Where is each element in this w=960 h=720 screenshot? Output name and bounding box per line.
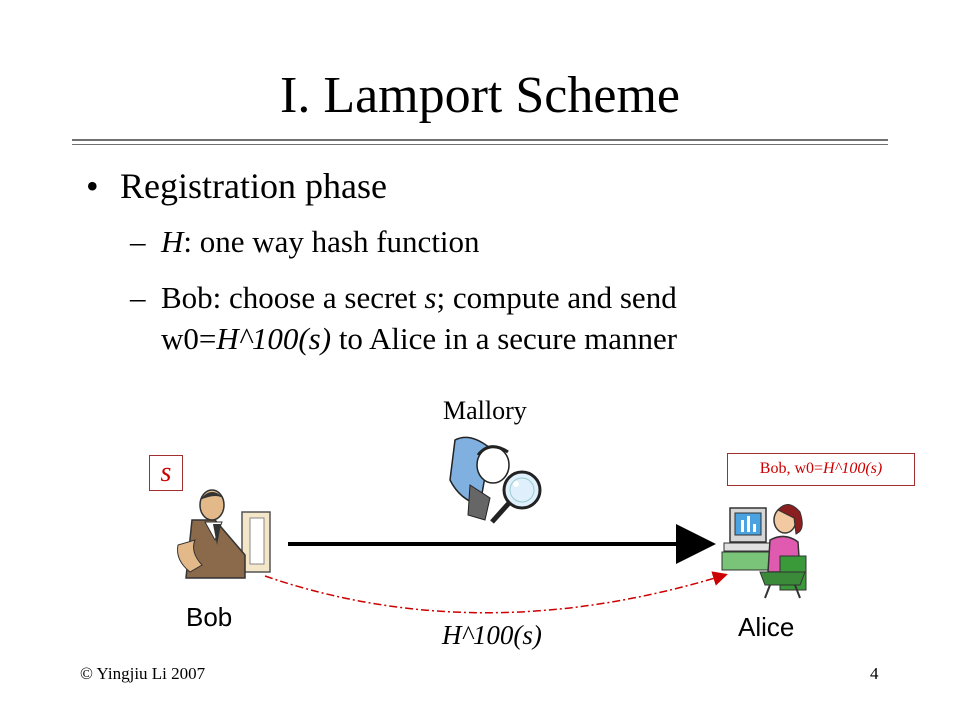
bob-clipart-icon	[177, 489, 271, 579]
store-italic: H^100(s)	[823, 460, 883, 477]
title-rule-thin	[72, 144, 888, 145]
bullet-dot: •	[86, 166, 99, 206]
bob-text-2: ; compute and send	[436, 280, 677, 315]
footer-page-number: 4	[870, 664, 879, 683]
sub-bullet-hash: –H: one way hash function	[130, 222, 480, 262]
alice-store-box: Bob, w0=H^100(s)	[727, 453, 915, 486]
bob-cont-1: w0=	[161, 321, 217, 356]
bob-text-1: Bob: choose a secret	[161, 280, 425, 315]
hash-desc: : one way hash function	[183, 224, 480, 259]
mallory-magnifier-icon	[449, 436, 542, 524]
title-rule-thick	[72, 139, 888, 141]
footer-copyright: © Yingjiu Li 2007	[80, 664, 206, 683]
secret-var: s	[424, 280, 437, 315]
bob-cont-italic: H^100(s)	[216, 321, 332, 356]
mallory-label: Mallory	[443, 396, 527, 425]
sub-dash: –	[130, 224, 146, 259]
hash-var: H	[161, 224, 184, 259]
bob-label: Bob	[186, 602, 233, 632]
alice-label: Alice	[738, 612, 795, 642]
dashed-curve-arrow	[264, 571, 728, 614]
secret-box: s	[149, 455, 183, 491]
sub-bullet-bob: –Bob: choose a secret s; compute and sen…	[130, 278, 677, 318]
bob-cont-2: to Alice in a secure manner	[331, 321, 678, 356]
message-label: H^100(s)	[442, 620, 542, 650]
sub-bullet-bob-cont: w0=H^100(s) to Alice in a secure manner	[161, 319, 677, 359]
slide-title: I. Lamport Scheme	[280, 67, 680, 124]
alice-computer-icon	[721, 504, 807, 599]
sub-dash: –	[130, 280, 146, 315]
store-prefix: Bob, w0=	[759, 460, 824, 477]
bullet-text: Registration phase	[120, 166, 387, 206]
bullet-registration: • Registration phase	[86, 160, 387, 212]
